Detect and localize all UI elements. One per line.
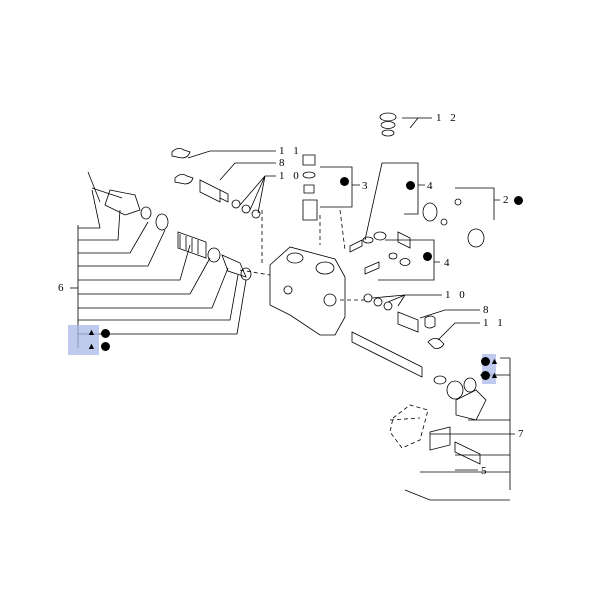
dashed-gasket bbox=[389, 404, 429, 449]
callout-2: 2 bbox=[503, 194, 512, 206]
marker-right-1 bbox=[481, 357, 490, 366]
callout-3: 3 bbox=[362, 180, 371, 192]
marker-3 bbox=[340, 177, 349, 186]
callout-5: 5 bbox=[481, 465, 490, 477]
bracket-6 bbox=[77, 189, 247, 348]
callout-10-top: 1 0 bbox=[279, 170, 302, 182]
callout-12: 1 2 bbox=[436, 112, 459, 124]
marker-right-2 bbox=[481, 371, 490, 380]
bracket-4-lower bbox=[378, 239, 440, 281]
callout-11-right: 1 1 bbox=[483, 317, 506, 329]
leader-10-top bbox=[239, 175, 276, 214]
triangle-up-icon: ▲ bbox=[87, 341, 96, 351]
callout-8-right: 8 bbox=[483, 304, 492, 316]
leader-8-right bbox=[419, 309, 480, 319]
marker-2 bbox=[514, 196, 523, 205]
triangle-up-icon: ▲ bbox=[490, 370, 499, 380]
callout-11-top: 1 1 bbox=[279, 145, 302, 157]
marker-4-lower bbox=[423, 252, 432, 261]
triangle-up-icon: ▲ bbox=[490, 356, 499, 366]
leader-10-right bbox=[371, 294, 442, 307]
callout-7: 7 bbox=[518, 428, 527, 440]
bracket-4-upper bbox=[364, 162, 425, 241]
bracket-2 bbox=[455, 187, 500, 220]
leader-12 bbox=[402, 117, 432, 129]
callout-6: 6 bbox=[58, 282, 67, 294]
marker-4-upper bbox=[406, 181, 415, 190]
callout-8-top: 8 bbox=[279, 157, 288, 169]
leader-8-top bbox=[219, 162, 276, 181]
callout-4-lower: 4 bbox=[444, 257, 453, 269]
callout-4-upper: 4 bbox=[427, 180, 436, 192]
bracket-3 bbox=[320, 166, 360, 208]
callout-10-right: 1 0 bbox=[445, 289, 468, 301]
marker-left-2 bbox=[101, 342, 110, 351]
leader-11-right bbox=[437, 322, 480, 341]
marker-left-1 bbox=[101, 329, 110, 338]
dashed-axis-1 bbox=[261, 209, 346, 265]
leader-11-top bbox=[187, 150, 276, 159]
triangle-up-icon: ▲ bbox=[87, 327, 96, 337]
valve-body bbox=[269, 246, 346, 336]
hotspot-left[interactable] bbox=[68, 325, 99, 355]
dashed-axis-2 bbox=[239, 269, 421, 421]
